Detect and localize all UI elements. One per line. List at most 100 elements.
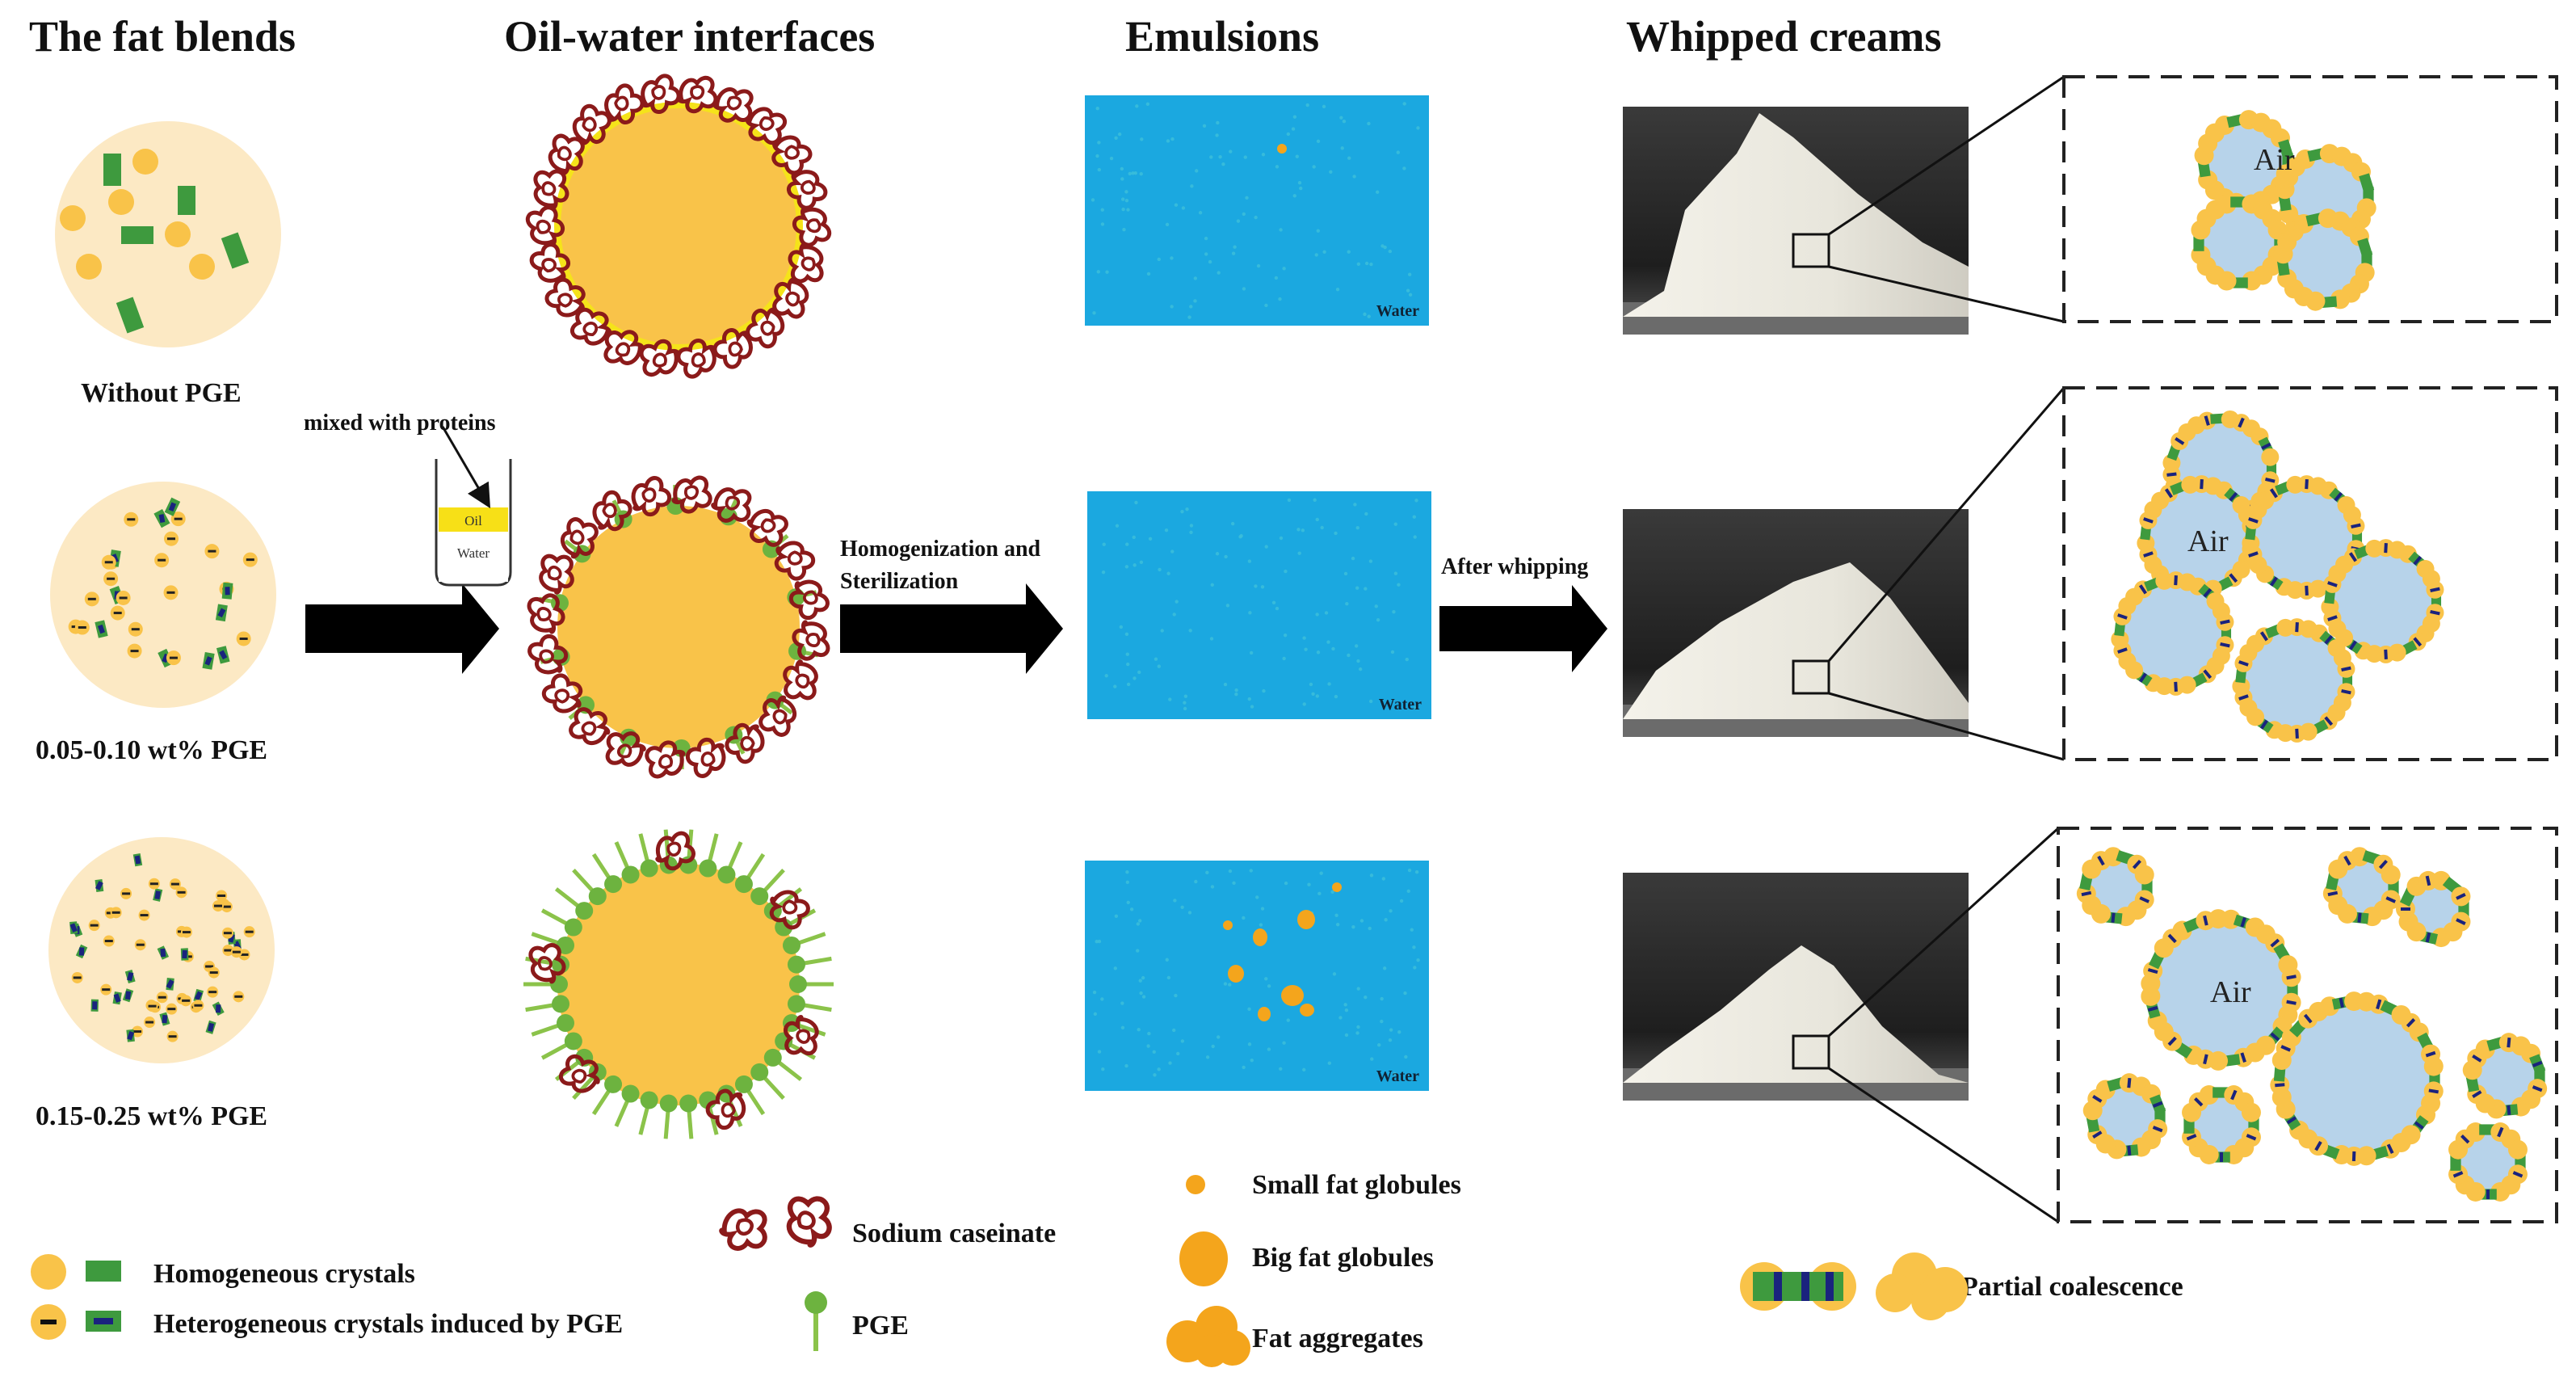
tiny-droplet: [1375, 190, 1380, 194]
tiny-droplet: [1126, 208, 1130, 212]
tiny-droplet: [1404, 1055, 1408, 1059]
whipped-cream-photo-3: [1623, 873, 1969, 1101]
tiny-droplet: [1305, 103, 1309, 107]
tiny-droplet: [1254, 584, 1258, 588]
pge-mark: [162, 1014, 168, 1024]
pge-mark: [2348, 640, 2357, 650]
tiny-droplet: [1189, 524, 1194, 528]
pge-mark: [119, 596, 128, 600]
tiny-droplet: [1097, 167, 1102, 172]
pge-mark: [149, 882, 158, 886]
pge-mark: [2286, 1000, 2297, 1005]
pge-mark: [107, 577, 116, 580]
tiny-droplet: [1225, 604, 1230, 608]
tiny-droplet: [1380, 1019, 1384, 1024]
pge-mark: [2240, 916, 2246, 928]
pge-molecule: [787, 995, 832, 1013]
tiny-droplet: [1315, 694, 1320, 698]
pge-molecule: [572, 869, 607, 906]
pge-mark: [225, 587, 230, 596]
pge-mark: [213, 904, 222, 907]
pge-mark: [160, 948, 166, 958]
pge-mark: [2174, 575, 2178, 586]
tiny-droplet: [1302, 1067, 1306, 1072]
pge-mark: [217, 608, 226, 618]
pge-mark: [2152, 1101, 2163, 1108]
tiny-droplet: [1406, 889, 1410, 893]
pge-mark: [97, 624, 106, 634]
tiny-droplet: [1282, 267, 1286, 271]
emulsion-panel-3: Water: [1085, 861, 1429, 1091]
tiny-droplet: [1092, 311, 1096, 315]
pge-molecule: [531, 1014, 575, 1037]
tiny-droplet: [1389, 1028, 1393, 1032]
water-label: Water: [1376, 1067, 1419, 1085]
tiny-droplet: [1313, 498, 1317, 502]
tiny-droplet: [1195, 169, 1199, 173]
pge-mark: [2127, 1145, 2132, 1156]
pge-mark: [2175, 436, 2185, 445]
pge-mark: [2324, 716, 2334, 726]
pge-mark: [240, 953, 249, 956]
tiny-droplet: [1114, 914, 1119, 918]
tiny-droplet: [1367, 314, 1371, 318]
tiny-droplet: [1095, 106, 1099, 111]
tiny-droplet: [1275, 606, 1280, 611]
tiny-droplet: [1354, 644, 1359, 648]
header-emulsions: Emulsions: [1125, 12, 1320, 61]
tiny-droplet: [1316, 139, 1321, 144]
tiny-droplet: [1198, 211, 1203, 215]
pge-mark: [158, 996, 166, 999]
homogeneous-crystal: [221, 232, 250, 269]
air-cell: [2082, 1073, 2168, 1160]
tiny-droplet: [1262, 688, 1266, 693]
pge-mark: [2166, 472, 2177, 477]
pge-mark: [219, 650, 228, 660]
tiny-droplet: [1382, 966, 1387, 970]
pge-mark: [2248, 551, 2259, 558]
tiny-droplet: [1327, 682, 1331, 686]
tiny-droplet: [1364, 261, 1369, 266]
pge-mark: [205, 965, 214, 968]
tiny-droplet: [1363, 312, 1367, 317]
pge-mark: [158, 514, 166, 524]
tiny-droplet: [1139, 991, 1143, 996]
fat-globule: [132, 149, 158, 175]
tiny-droplet: [1109, 156, 1114, 161]
pge-mark: [209, 971, 218, 975]
pge-mark: [2280, 1045, 2291, 1052]
pge-mark: [2532, 1060, 2543, 1067]
pge-mark: [174, 517, 183, 520]
tiny-droplet: [1092, 990, 1097, 995]
pge-mark: [2425, 932, 2431, 943]
sodium-caseinate-molecule: [759, 695, 797, 737]
tiny-droplet: [1342, 119, 1347, 124]
tiny-droplet: [1347, 156, 1351, 160]
fat-blend-3: [48, 837, 275, 1063]
tiny-droplet: [1100, 208, 1104, 212]
pge-mark: [182, 931, 191, 934]
tiny-droplet: [1211, 1044, 1215, 1049]
sodium-caseinate-molecule: [558, 1054, 600, 1093]
tiny-droplet: [1311, 692, 1315, 696]
tiny-droplet: [1190, 184, 1194, 188]
pge-mark: [2386, 1143, 2394, 1155]
tiny-droplet: [1249, 650, 1254, 655]
tiny-droplet: [1249, 869, 1253, 873]
fat-globule: [76, 254, 102, 280]
air-cell: [2141, 909, 2301, 1071]
tiny-droplet: [1210, 583, 1214, 587]
tiny-droplet: [1286, 1018, 1290, 1022]
tiny-droplet: [1356, 987, 1360, 991]
tiny-droplet: [1210, 885, 1215, 889]
pge-mark: [2220, 619, 2230, 625]
legend-homogeneous-globule-icon: [31, 1254, 66, 1290]
pge-mark: [2248, 517, 2259, 524]
tiny-droplet: [1402, 102, 1406, 106]
air-cell: [2270, 991, 2444, 1166]
tiny-droplet: [1250, 1058, 1254, 1063]
pge-mark: [102, 988, 111, 991]
fat-crystal: [2357, 238, 2373, 258]
pge-mark: [2351, 523, 2361, 529]
tiny-droplet: [1135, 104, 1139, 108]
